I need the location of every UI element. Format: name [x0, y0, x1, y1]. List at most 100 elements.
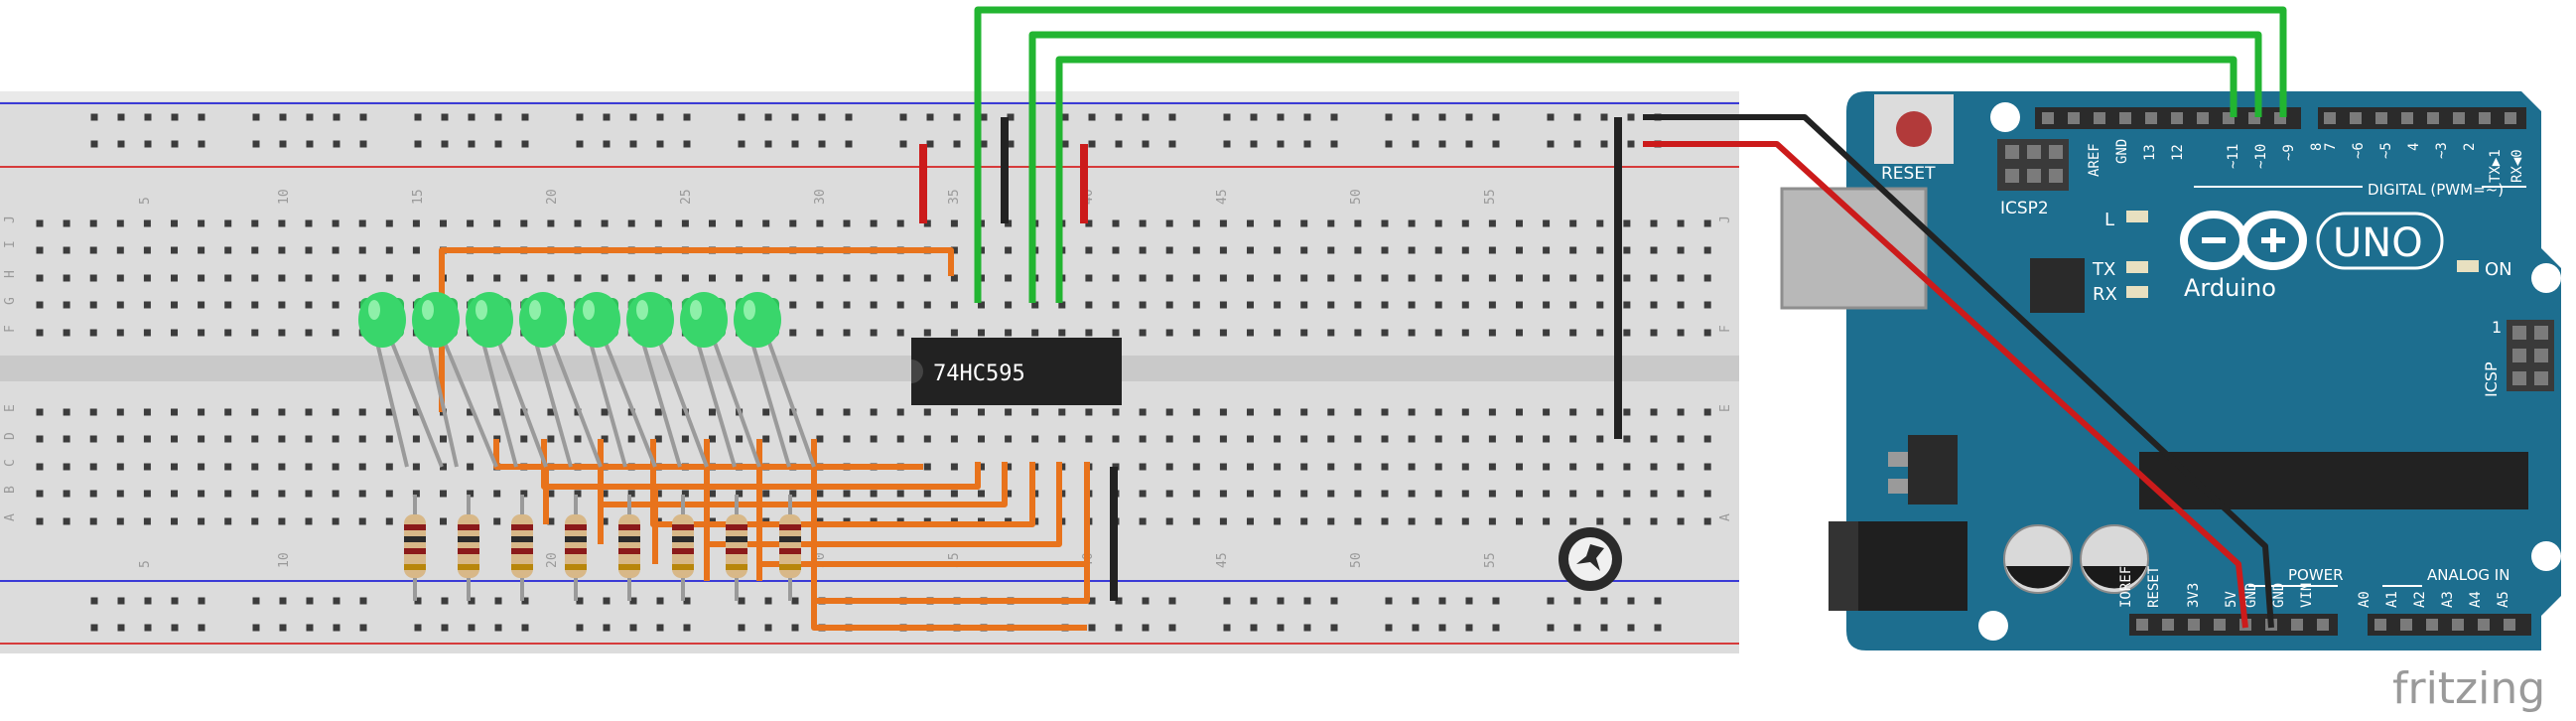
header-pin	[2214, 619, 2226, 631]
analog-pin-label: A5	[2496, 591, 2511, 608]
breadboard-hole	[1354, 408, 1362, 416]
resistor-band	[672, 548, 694, 554]
breadboard-hole	[198, 517, 205, 525]
rail-hole	[576, 597, 584, 605]
breadboard-hole	[1247, 219, 1254, 227]
breadboard-hole	[1192, 517, 1200, 525]
breadboard-hole	[1543, 408, 1551, 416]
breadboard-hole	[1085, 408, 1093, 416]
breadboard-hole	[278, 219, 286, 227]
breadboard-hole	[1354, 219, 1362, 227]
breadboard-hole	[1434, 329, 1442, 337]
breadboard-hole	[1139, 274, 1147, 282]
digital-pin-label: 8	[2309, 143, 2325, 151]
breadboard-hole	[816, 219, 824, 227]
rail-hole	[1330, 624, 1338, 632]
breadboard-hole	[358, 490, 366, 498]
rail-hole	[738, 140, 746, 148]
breadboard-hole	[870, 274, 878, 282]
breadboard-hole	[1461, 329, 1469, 337]
breadboard-hole	[1354, 301, 1362, 309]
breadboard-hole	[358, 463, 366, 471]
breadboard-hole	[1623, 408, 1631, 416]
breadboard-hole	[1327, 219, 1335, 227]
breadboard-hole	[1703, 274, 1711, 282]
breadboard-hole	[1139, 517, 1147, 525]
breadboard-hole	[1274, 274, 1282, 282]
breadboard-hole	[1543, 490, 1551, 498]
breadboard-hole	[547, 490, 555, 498]
breadboard-hole	[1247, 274, 1254, 282]
jumper-wires	[919, 117, 1622, 601]
breadboard-hole	[1596, 301, 1604, 309]
digital-header: AREF GND 13 12 ~11 ~10 ~9 8 7 ~6 ~5 4 ~3…	[2035, 107, 2526, 199]
breadboard-hole	[116, 435, 124, 443]
breadboard-hole	[63, 408, 70, 416]
breadboard-hole	[762, 219, 770, 227]
breadboard-hole	[1623, 301, 1631, 309]
rail-hole	[1250, 597, 1258, 605]
breadboard-hole	[198, 301, 205, 309]
breadboard-hole	[870, 408, 878, 416]
rail-hole	[279, 597, 287, 605]
breadboard-hole	[1434, 490, 1442, 498]
breadboard-hole	[843, 329, 851, 337]
breadboard-hole	[1596, 435, 1604, 443]
breadboard-hole	[627, 490, 635, 498]
rail-hole	[441, 624, 449, 632]
mounting-hole	[2531, 541, 2561, 571]
column-label: 55	[1483, 552, 1498, 568]
breadboard-hole	[1381, 490, 1389, 498]
breadboard-hole	[385, 274, 393, 282]
breadboard-hole	[1005, 490, 1013, 498]
breadboard-hole	[1247, 246, 1254, 254]
breadboard-hole	[520, 490, 528, 498]
breadboard-hole	[440, 517, 447, 525]
rail-hole	[1115, 597, 1123, 605]
breadboard-hole	[467, 274, 475, 282]
breadboard-hole	[1677, 463, 1685, 471]
rail-hole	[359, 113, 367, 121]
rail-hole	[764, 140, 772, 148]
breadboard-hole	[1703, 408, 1711, 416]
breadboard-hole	[1623, 463, 1631, 471]
breadboard-hole	[1381, 246, 1389, 254]
breadboard-hole	[1596, 219, 1604, 227]
breadboard-hole	[1058, 435, 1066, 443]
breadboard-hole	[1569, 463, 1577, 471]
rail-hole	[414, 113, 422, 121]
breadboard-hole	[709, 408, 716, 416]
breadboard-hole	[1381, 517, 1389, 525]
breadboard-hole	[332, 329, 339, 337]
rail-hole	[899, 140, 907, 148]
breadboard-hole	[816, 408, 824, 416]
digital-label: DIGITAL (PWM=~)	[2368, 181, 2504, 199]
breadboard-hole	[1543, 463, 1551, 471]
rail-hole	[1412, 113, 1420, 121]
breadboard-hole	[1543, 435, 1551, 443]
rail-hole	[603, 597, 610, 605]
breadboard-hole	[816, 490, 824, 498]
breadboard-hole	[305, 435, 313, 443]
rail-hole	[576, 624, 584, 632]
breadboard-hole	[36, 490, 44, 498]
breadboard-hole	[1408, 246, 1416, 254]
rail-hole	[1277, 113, 1285, 121]
row-label: E	[3, 404, 18, 412]
breadboard-hole	[412, 274, 420, 282]
breadboard-hole	[89, 490, 97, 498]
breadboard-hole	[198, 219, 205, 227]
header-pin	[2401, 112, 2413, 124]
breadboard-hole	[1488, 219, 1496, 227]
led	[519, 292, 567, 348]
power-pin-label: GND	[2243, 583, 2259, 608]
rail-hole	[90, 140, 98, 148]
breadboard-hole	[1192, 435, 1200, 443]
rail-hole	[1438, 597, 1446, 605]
breadboard-hole	[843, 301, 851, 309]
rail-hole	[279, 113, 287, 121]
breadboard-hole	[1354, 329, 1362, 337]
header-pin	[2479, 112, 2491, 124]
breadboard-hole	[116, 301, 124, 309]
